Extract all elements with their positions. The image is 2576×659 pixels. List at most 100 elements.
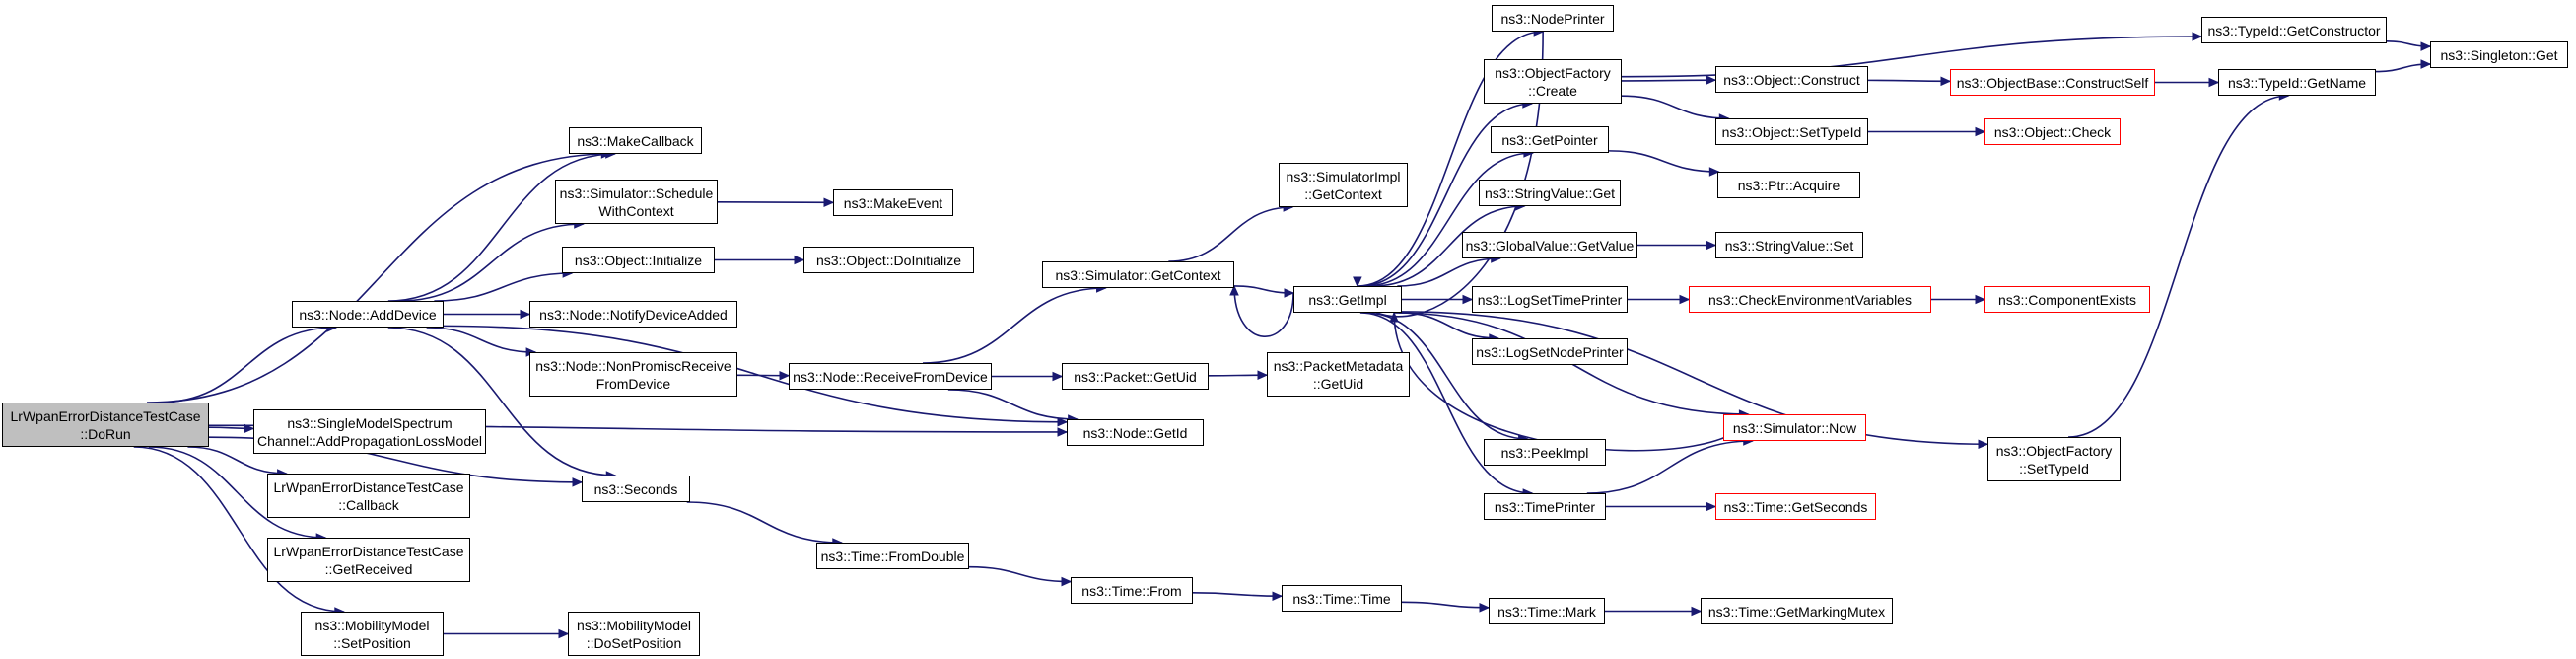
edge-objconstruct-to-objbasector bbox=[1867, 79, 1951, 83]
node-getreceived[interactable]: LrWpanErrorDistanceTestCase::GetReceived bbox=[267, 538, 470, 582]
node-packetuid[interactable]: ns3::Packet::GetUid bbox=[1062, 363, 1209, 390]
node-timetime[interactable]: ns3::Time::Time bbox=[1282, 585, 1402, 612]
node-callback[interactable]: LrWpanErrorDistanceTestCase::Callback bbox=[267, 474, 470, 518]
arrowhead bbox=[1706, 75, 1717, 85]
edge-timefrom-to-timetime bbox=[1192, 592, 1283, 598]
edge-getpointer-to-ptracquire bbox=[1608, 150, 1719, 173]
edge-adddevice-to-nonpromisc bbox=[426, 327, 536, 353]
edge-objfactsettid-to-typeidgetname bbox=[2068, 95, 2289, 438]
node-label: ::SetTypeId bbox=[2019, 460, 2089, 476]
edge-adddevice-to-makecallback bbox=[387, 153, 615, 302]
node-objdoinit[interactable]: ns3::Object::DoInitialize bbox=[803, 247, 974, 273]
node-checkenv[interactable]: ns3::CheckEnvironmentVariables bbox=[1689, 286, 1931, 313]
node-mobdosetpos[interactable]: ns3::MobilityModel::DoSetPosition bbox=[568, 612, 700, 656]
edge-adddevice-to-nodegetid bbox=[443, 325, 1068, 423]
node-objsettypeid[interactable]: ns3::Object::SetTypeId bbox=[1715, 118, 1868, 145]
arrowhead bbox=[1052, 371, 1064, 382]
node-makecallback[interactable]: ns3::MakeCallback bbox=[569, 127, 702, 154]
arrowhead bbox=[2420, 41, 2432, 51]
node-recvfromdev[interactable]: ns3::Node::ReceiveFromDevice bbox=[789, 363, 992, 390]
node-nodegetid[interactable]: ns3::Node::GetId bbox=[1067, 419, 1204, 446]
node-label: ::DoSetPosition bbox=[586, 634, 682, 651]
arrowhead bbox=[1284, 288, 1295, 298]
node-label: ns3::Singleton::Get bbox=[2440, 46, 2558, 63]
arrowhead bbox=[2420, 59, 2432, 69]
node-ptracquire[interactable]: ns3::Ptr::Acquire bbox=[1717, 172, 1860, 198]
node-simimplctx[interactable]: ns3::SimulatorImpl::GetContext bbox=[1279, 163, 1408, 207]
edge-getimpl-to-nodeprinter bbox=[1357, 31, 1544, 287]
node-stringvalset[interactable]: ns3::StringValue::Set bbox=[1715, 232, 1863, 258]
node-label: ns3::TimePrinter bbox=[1494, 498, 1596, 515]
node-label: ns3::Node::NonPromiscReceive bbox=[535, 357, 731, 374]
node-simgetctx[interactable]: ns3::Simulator::GetContext bbox=[1042, 261, 1234, 288]
edge-recvfromdev-to-nodegetid bbox=[947, 389, 1078, 420]
node-label: ns3::Simulator::Now bbox=[1732, 419, 1857, 436]
node-nodeprinter[interactable]: ns3::NodePrinter bbox=[1492, 5, 1614, 32]
node-objinit[interactable]: ns3::Object::Initialize bbox=[562, 247, 715, 273]
node-label: ns3::Time::Time bbox=[1292, 590, 1391, 607]
edge-adddevice-to-schedwithctx bbox=[399, 223, 584, 302]
node-getpointer[interactable]: ns3::GetPointer bbox=[1491, 126, 1609, 153]
node-timeprinter[interactable]: ns3::TimePrinter bbox=[1484, 493, 1606, 520]
node-peekimpl[interactable]: ns3::PeekImpl bbox=[1484, 439, 1606, 466]
arrowhead bbox=[1691, 606, 1703, 617]
edge-root-to-makecallback bbox=[146, 153, 611, 403]
node-seconds[interactable]: ns3::Seconds bbox=[582, 476, 690, 502]
node-pktmetauid[interactable]: ns3::PacketMetadata::GetUid bbox=[1267, 352, 1410, 397]
arrowhead bbox=[1940, 76, 1952, 87]
node-singletonget[interactable]: ns3::Singleton::Get bbox=[2430, 41, 2568, 68]
node-label: ns3::TypeId::GetName bbox=[2227, 74, 2367, 91]
node-label: LrWpanErrorDistanceTestCase bbox=[273, 478, 464, 495]
node-stringvalget[interactable]: ns3::StringValue::Get bbox=[1479, 180, 1621, 206]
node-label: ns3::MakeEvent bbox=[843, 194, 943, 211]
node-label: ns3::Simulator::Schedule bbox=[559, 184, 714, 201]
node-typeidgetctor[interactable]: ns3::TypeId::GetConstructor bbox=[2201, 17, 2387, 43]
node-label: ns3::Seconds bbox=[593, 480, 678, 497]
node-label: ns3::Time::FromDouble bbox=[820, 548, 965, 564]
node-adddevice[interactable]: ns3::Node::AddDevice bbox=[292, 301, 444, 328]
node-typeidgetname[interactable]: ns3::TypeId::GetName bbox=[2218, 69, 2376, 96]
node-label: ns3::StringValue::Set bbox=[1724, 237, 1854, 254]
node-label: ns3::ObjectFactory bbox=[1495, 64, 1611, 81]
node-objcheck[interactable]: ns3::Object::Check bbox=[1984, 118, 2121, 145]
node-objconstruct[interactable]: ns3::Object::Construct bbox=[1715, 66, 1868, 93]
arrowhead bbox=[1479, 603, 1491, 613]
node-mobsetpos[interactable]: ns3::MobilityModel::SetPosition bbox=[301, 612, 444, 656]
node-globalval[interactable]: ns3::GlobalValue::GetValue bbox=[1462, 232, 1637, 258]
node-timegetsec[interactable]: ns3::Time::GetSeconds bbox=[1715, 493, 1876, 520]
node-objfactcreate[interactable]: ns3::ObjectFactory::Create bbox=[1484, 59, 1622, 104]
edge-getimpl-to-globalval bbox=[1397, 257, 1500, 287]
node-timemark[interactable]: ns3::Time::Mark bbox=[1489, 598, 1605, 624]
node-label: ns3::GetImpl bbox=[1308, 291, 1387, 308]
node-label: ::Create bbox=[1528, 82, 1577, 99]
node-logsettime[interactable]: ns3::LogSetTimePrinter bbox=[1472, 286, 1628, 313]
node-label: LrWpanErrorDistanceTestCase bbox=[10, 407, 201, 424]
node-objbasector[interactable]: ns3::ObjectBase::ConstructSelf bbox=[1950, 69, 2155, 96]
node-simnow[interactable]: ns3::Simulator::Now bbox=[1723, 414, 1866, 441]
node-markmutex[interactable]: ns3::Time::GetMarkingMutex bbox=[1701, 598, 1893, 624]
arrowhead bbox=[1057, 427, 1069, 437]
node-objfactsettid[interactable]: ns3::ObjectFactory::SetTypeId bbox=[1987, 437, 2121, 481]
node-label: ns3::MobilityModel bbox=[314, 617, 430, 633]
node-timefrom[interactable]: ns3::Time::From bbox=[1071, 577, 1193, 604]
edge-root-to-adddevice bbox=[158, 327, 336, 403]
node-root[interactable]: LrWpanErrorDistanceTestCase::DoRun bbox=[2, 403, 209, 447]
node-label: ::Callback bbox=[338, 496, 399, 513]
edge-getimpl-to-getpointer bbox=[1364, 152, 1533, 287]
node-label: ::DoRun bbox=[80, 425, 131, 442]
node-logsetnode[interactable]: ns3::LogSetNodePrinter bbox=[1472, 338, 1628, 365]
node-getimpl[interactable]: ns3::GetImpl bbox=[1293, 286, 1402, 313]
edge-timeprinter-to-simnow bbox=[1586, 440, 1753, 494]
node-fromdouble[interactable]: ns3::Time::FromDouble bbox=[816, 543, 969, 569]
node-label: ns3::SingleModelSpectrum bbox=[287, 414, 453, 431]
node-compexists[interactable]: ns3::ComponentExists bbox=[1984, 286, 2150, 313]
node-label: ns3::StringValue::Get bbox=[1484, 184, 1616, 201]
edge-recvfromdev-to-simgetctx bbox=[922, 287, 1106, 364]
edge-getimpl-to-simgetctx bbox=[1233, 285, 1294, 337]
node-notifydev[interactable]: ns3::Node::NotifyDeviceAdded bbox=[529, 301, 737, 328]
arrowhead bbox=[244, 423, 255, 434]
node-makeevent[interactable]: ns3::MakeEvent bbox=[833, 189, 953, 216]
